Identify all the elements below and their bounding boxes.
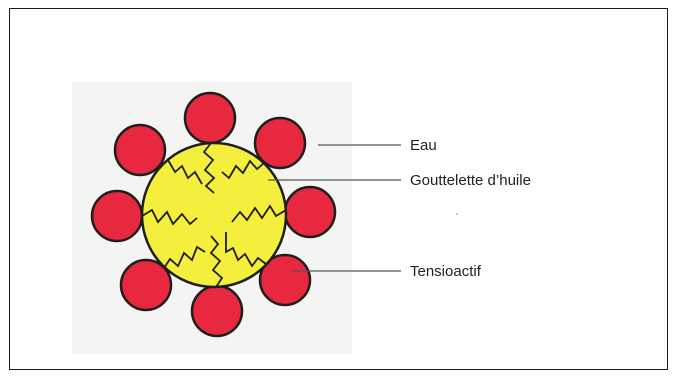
stray-dot [456,213,458,215]
surfactant-head-top-left [115,125,165,175]
label-surfactant: Tensioactif [410,263,482,280]
surfactant-head-top [185,93,235,143]
label-water: Eau [410,137,437,154]
surfactant-head-right [285,187,335,237]
surfactant-head-left [92,191,142,241]
label-oil-droplet: Gouttelette d’huile [410,172,531,189]
surfactant-head-bottom [192,286,242,336]
